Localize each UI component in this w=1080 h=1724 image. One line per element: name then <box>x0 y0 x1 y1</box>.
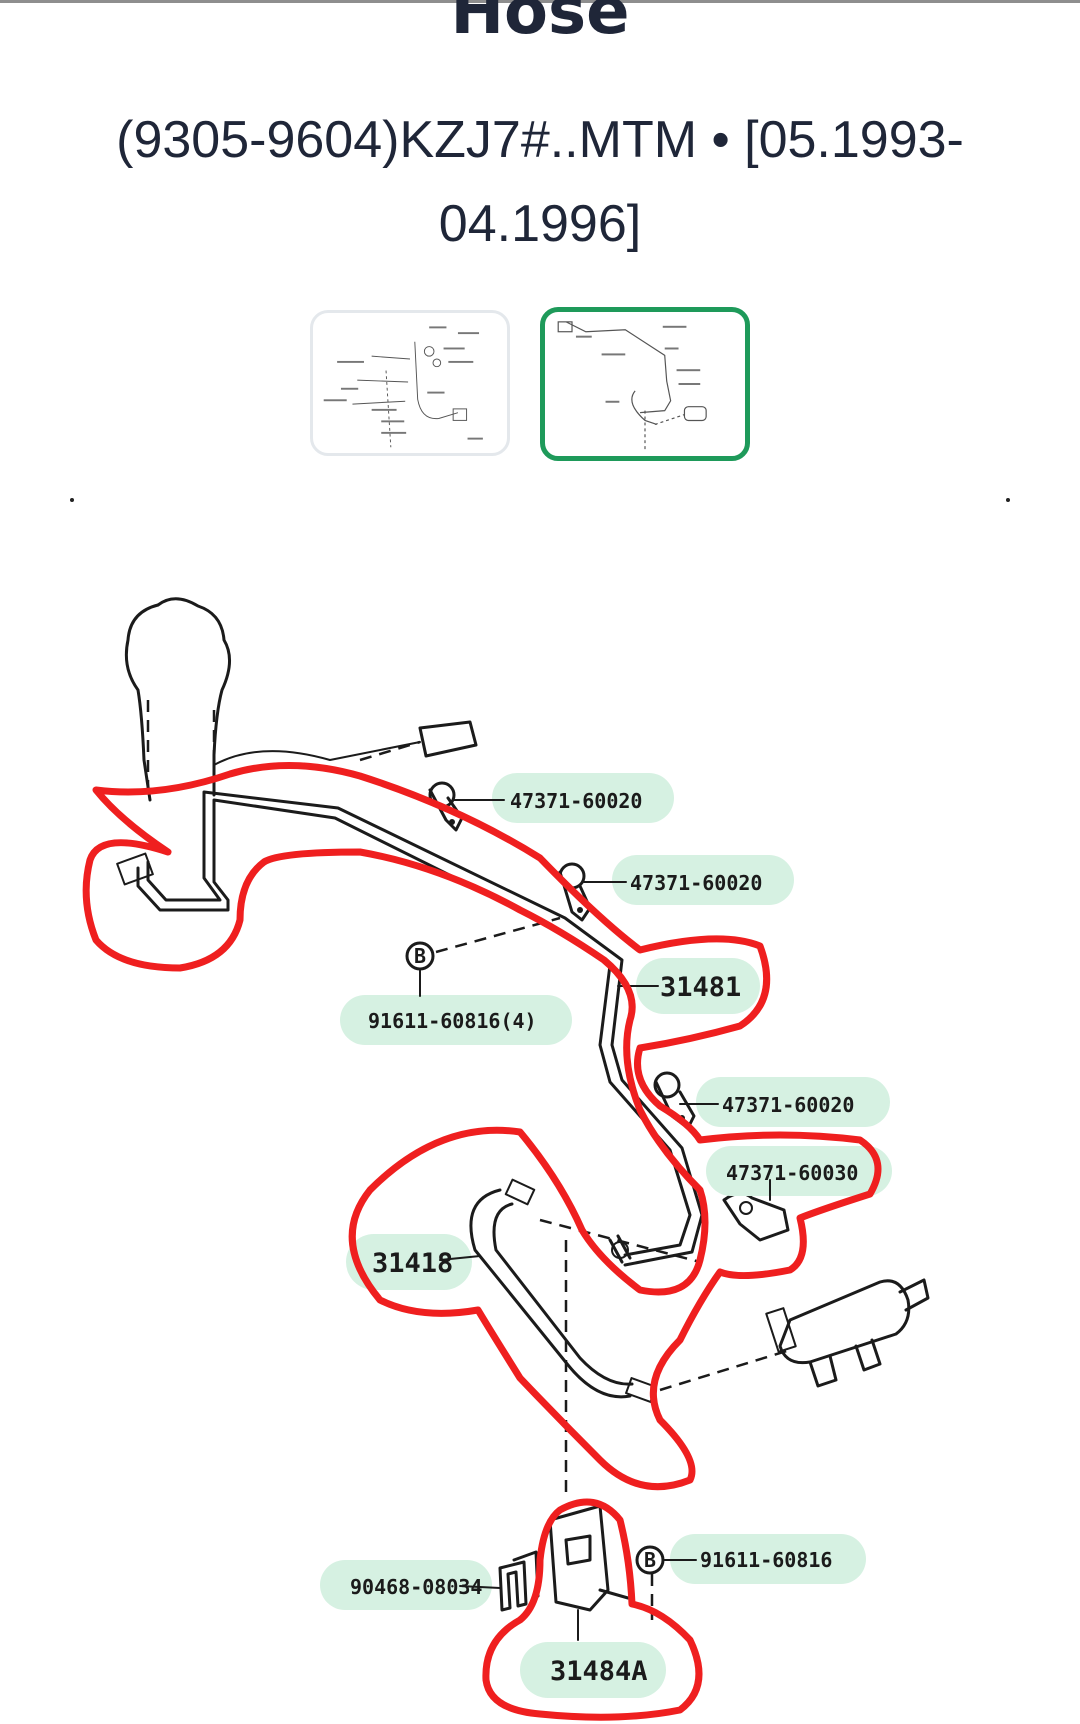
label-clamp-1[interactable]: 47371-60020 <box>453 773 674 823</box>
label-clamp-3[interactable]: 47371-60020 <box>679 1077 890 1127</box>
svg-text:47371-60030: 47371-60030 <box>726 1161 858 1185</box>
label-clip-90468[interactable]: 90468-08034 <box>320 1560 501 1610</box>
svg-text:47371-60020: 47371-60020 <box>510 789 642 813</box>
thumbnail-1-image <box>323 326 483 448</box>
svg-text:31418: 31418 <box>372 1248 453 1279</box>
svg-text:91611-60816(4): 91611-60816(4) <box>368 1009 537 1033</box>
top-divider <box>0 0 1080 3</box>
bolt-icon-top: B <box>405 916 561 971</box>
page-subtitle: (9305-9604)KZJ7#..MTM • [05.1993-04.1996… <box>116 111 964 253</box>
svg-text:90468-08034: 90468-08034 <box>350 1575 482 1599</box>
svg-text:91611-60816: 91611-60816 <box>700 1548 832 1572</box>
diagram-thumbnail-1[interactable] <box>310 310 510 456</box>
clamp-icon-3 <box>653 1071 696 1130</box>
label-clamp-4[interactable]: 47371-60030 <box>706 1146 892 1201</box>
bracket-31484a-drawing <box>548 1504 630 1641</box>
label-clamp-2[interactable]: 47371-60020 <box>583 855 794 905</box>
diagram-thumbnail-2[interactable] <box>540 307 750 461</box>
label-bracket-31484a[interactable]: 31484A <box>520 1642 666 1698</box>
label-hose-31418[interactable]: 31418 <box>346 1234 481 1290</box>
clamp-icon-4 <box>722 1192 790 1242</box>
svg-text:31484A: 31484A <box>550 1656 648 1687</box>
hose-31418-drawing <box>469 1178 791 1403</box>
slave-cylinder-drawing <box>765 1278 930 1388</box>
label-bolt-top[interactable]: 91611-60816(4) <box>340 969 572 1045</box>
parts-diagram: B B 47371-60020 47371-60020 31481 91611-… <box>70 498 1010 1721</box>
svg-text:47371-60020: 47371-60020 <box>630 871 762 895</box>
red-highlight-annotation <box>82 762 882 1721</box>
svg-text:31481: 31481 <box>660 972 741 1003</box>
label-bolt-bottom[interactable]: 91611-60816 <box>663 1534 866 1584</box>
transmission-outline <box>124 597 478 802</box>
page-title: Hose <box>450 0 630 49</box>
label-tube-31481[interactable]: 31481 <box>617 958 760 1014</box>
svg-text:B: B <box>644 1548 656 1572</box>
svg-text:B: B <box>414 944 426 968</box>
svg-text:47371-60020: 47371-60020 <box>722 1093 854 1117</box>
thumbnail-2-image <box>557 321 707 451</box>
